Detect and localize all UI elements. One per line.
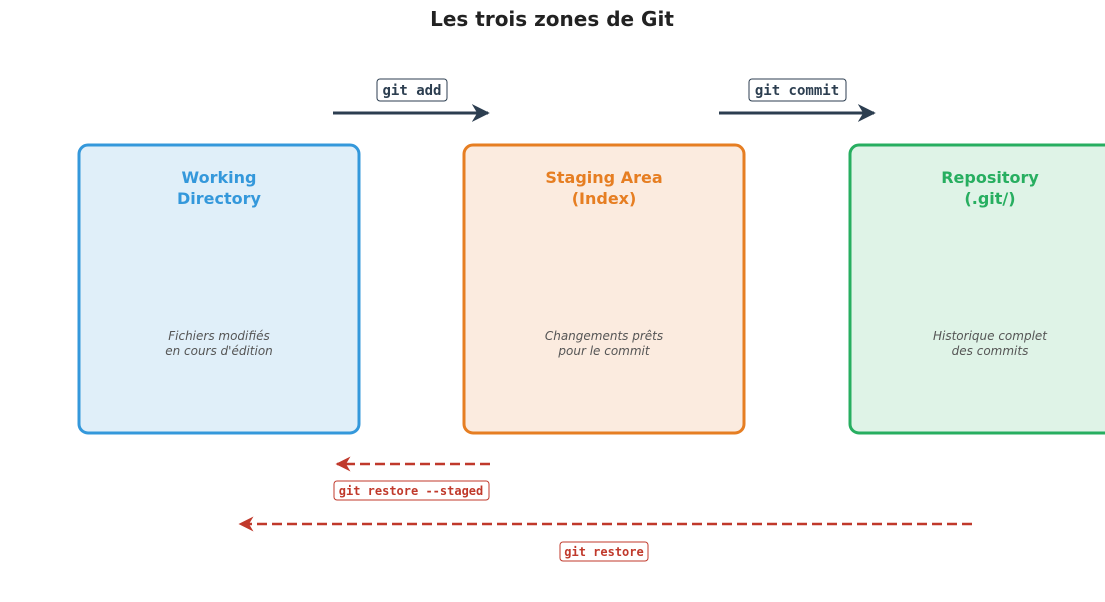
zone-repository: Repository (.git/) Historique complet de… xyxy=(848,143,1105,435)
zone-desc-line2: des commits xyxy=(952,344,1029,358)
zone-title-line2: (.git/) xyxy=(964,189,1015,208)
zone-desc-line2: pour le commit xyxy=(557,344,650,358)
arrow-git-commit: git commit xyxy=(719,78,876,122)
zone-title-line1: Staging Area xyxy=(545,168,662,187)
zone-desc-line1: Historique complet xyxy=(933,329,1048,343)
command-label-git-restore: git restore xyxy=(564,545,643,559)
command-label-box xyxy=(376,78,448,102)
arrow-git-restore-staged: git restore --staged xyxy=(333,456,490,501)
arrow-git-restore: git restore xyxy=(238,516,972,562)
arrow-git-add: git add xyxy=(333,78,490,122)
zone-title-line2: (Index) xyxy=(572,189,637,208)
zone-staging-area: Staging Area (Index) Changements prêts p… xyxy=(462,143,746,435)
diagram-title: Les trois zones de Git xyxy=(430,7,674,31)
zone-title-line1: Working xyxy=(182,168,257,187)
zone-box xyxy=(77,143,361,435)
zone-desc-line1: Changements prêts xyxy=(545,329,663,343)
command-label-git-commit: git commit xyxy=(755,83,839,99)
command-label-box xyxy=(333,480,490,501)
zone-box xyxy=(848,143,1105,435)
zone-working-directory: Working Directory Fichiers modifiés en c… xyxy=(77,143,361,435)
zone-title-line2: Directory xyxy=(177,189,262,208)
zone-title-line1: Repository xyxy=(941,168,1039,187)
zone-desc-line2: en cours d'édition xyxy=(165,344,273,358)
command-label-git-restore-staged: git restore --staged xyxy=(339,484,484,498)
command-label-git-add: git add xyxy=(382,83,441,99)
zone-desc-line1: Fichiers modifiés xyxy=(168,329,270,343)
command-label-box xyxy=(559,541,649,562)
command-label-box xyxy=(748,78,847,102)
zone-box xyxy=(462,143,746,435)
